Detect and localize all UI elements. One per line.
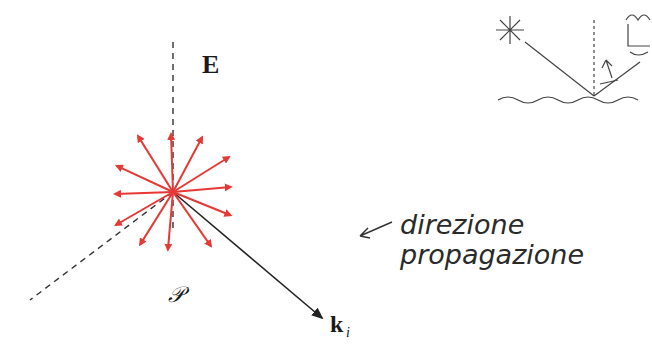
field-vector — [173, 157, 229, 192]
field-vectors — [115, 134, 231, 250]
axis-line — [30, 192, 173, 300]
plane-label: 𝒫 — [168, 284, 184, 306]
propagation-vector — [173, 192, 322, 318]
field-vector — [116, 192, 173, 225]
field-vector — [115, 192, 173, 194]
vector-label: k — [330, 312, 343, 336]
handwritten-note: direzione propagazione — [400, 210, 590, 269]
reflection-sketch — [496, 15, 650, 103]
subscript-label: i — [346, 326, 350, 340]
field-vector — [138, 136, 173, 192]
field-vector — [171, 134, 173, 192]
vector-label: E — [202, 52, 219, 78]
field-vector — [173, 192, 211, 246]
field-vector — [173, 187, 231, 192]
field-vector — [140, 192, 173, 245]
pointer-arrow — [360, 222, 392, 238]
